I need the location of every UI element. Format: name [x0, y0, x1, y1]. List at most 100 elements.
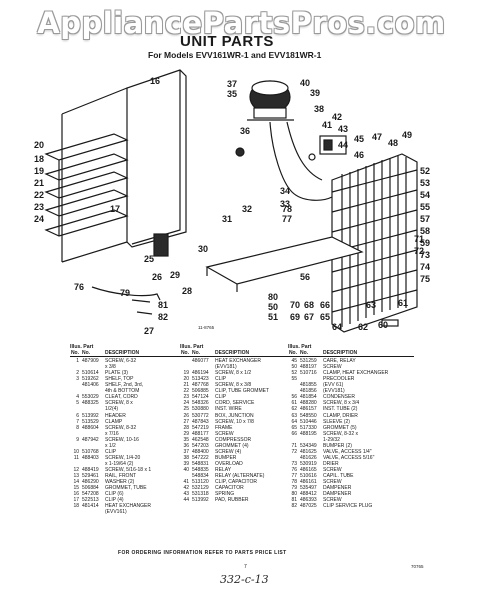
- part-number: 462548: [192, 436, 209, 443]
- part-number: 510768: [82, 448, 99, 455]
- illus-number: 79: [291, 485, 297, 492]
- part-number: 513423: [192, 376, 209, 383]
- part-description: CLAMP, DRIER: [323, 412, 358, 419]
- parts-row: x 3/8: [70, 364, 180, 370]
- illus-number: 12: [73, 466, 79, 473]
- part-description: (EVV161): [105, 509, 127, 516]
- part-number: 548550: [300, 412, 317, 419]
- part-description: WASHER (2): [105, 479, 135, 486]
- part-description: (EVV 61): [323, 382, 344, 389]
- callout-16: 16: [150, 76, 160, 86]
- col-part-no: No.: [82, 350, 91, 357]
- callout-69: 69: [290, 312, 300, 322]
- part-description: CAPIL. TUBE: [323, 472, 354, 479]
- col-description: DESCRIPTION: [215, 350, 250, 357]
- callout-46: 46: [354, 150, 364, 160]
- callout-73: 73: [420, 250, 430, 260]
- part-description: GROMMET, TUBE: [105, 485, 147, 492]
- part-number: 513529: [82, 418, 99, 425]
- callout-34: 34: [280, 186, 290, 196]
- callout-62: 62: [358, 322, 368, 332]
- part-description: CLAMP, HEAT EXCHANGER: [323, 370, 389, 377]
- part-number: 548835: [192, 466, 209, 473]
- callout-65: 65: [320, 312, 330, 322]
- illus-number: 45: [291, 358, 297, 365]
- part-description: SCREW: [323, 364, 342, 371]
- callout-31: 31: [222, 214, 232, 224]
- callout-56: 56: [300, 272, 310, 282]
- callout-76: 76: [74, 282, 84, 292]
- part-number: 531259: [300, 358, 317, 365]
- part-description: BUMPER: [215, 454, 237, 461]
- callout-25: 25: [144, 254, 154, 264]
- callout-36: 36: [240, 126, 250, 136]
- illus-number: 80: [291, 491, 297, 498]
- document-code: 70765: [411, 564, 424, 569]
- illus-number: 77: [291, 472, 297, 479]
- part-description: FRAME: [215, 424, 233, 431]
- part-number: 506884: [82, 485, 99, 492]
- part-number: 530880: [192, 406, 209, 413]
- col-part-no: No.: [192, 350, 201, 357]
- part-description: SCREW: [323, 466, 342, 473]
- illus-number: 62: [291, 406, 297, 413]
- part-description: CLAMP: [105, 418, 123, 425]
- callout-19: 19: [34, 166, 44, 176]
- part-number: 535497: [300, 485, 317, 492]
- part-description: GROMMET (5): [323, 424, 357, 431]
- part-description: CLIP (6): [105, 491, 124, 498]
- part-number: 548834: [192, 472, 209, 479]
- illus-number: 39: [183, 460, 189, 467]
- callout-52: 52: [420, 166, 430, 176]
- illus-number: 56: [291, 394, 297, 401]
- part-number: 481406: [82, 382, 99, 389]
- part-number: 531318: [192, 491, 209, 498]
- part-number: 486194: [192, 370, 209, 377]
- part-number: 488325: [82, 400, 99, 407]
- part-number: 488604: [82, 424, 99, 431]
- parts-row: x 1-19/64 (2): [70, 461, 180, 467]
- callout-35: 35: [227, 89, 237, 99]
- part-number: [82, 509, 105, 515]
- illus-number: 63: [291, 412, 297, 419]
- illus-number: 35: [183, 436, 189, 443]
- column-header-illus: Illus. Part: [70, 344, 94, 350]
- illus-number: 37: [183, 448, 189, 455]
- part-description: SCREW: [215, 430, 234, 437]
- part-number: 530919: [300, 460, 317, 467]
- part-number: 487942: [82, 436, 99, 443]
- part-description: SCREW, 10-16: [105, 436, 139, 443]
- part-description: GROMMET (4): [215, 442, 249, 449]
- col-no: No.: [70, 350, 79, 357]
- illus-number: 55: [291, 376, 297, 383]
- part-description: x 7/16: [105, 430, 119, 437]
- callout-47: 47: [372, 132, 382, 142]
- callout-77: 77: [282, 214, 292, 224]
- part-description: PLATE (3): [105, 370, 128, 377]
- illus-number: 36: [183, 442, 189, 449]
- part-description: CLEAT, CORD: [105, 394, 138, 401]
- callout-30: 30: [198, 244, 208, 254]
- part-number: 519262: [82, 376, 99, 383]
- illus-number: 23: [183, 394, 189, 401]
- illus-number: [70, 509, 82, 515]
- part-number: 488280: [300, 400, 317, 407]
- callout-53: 53: [420, 178, 430, 188]
- page-number: 7: [244, 564, 247, 570]
- col-no: No.: [180, 350, 189, 357]
- part-description: INST. WIRE: [215, 406, 242, 413]
- callout-80: 80: [268, 292, 278, 302]
- part-description: 1/2(4): [105, 406, 119, 413]
- callout-27: 27: [144, 326, 154, 334]
